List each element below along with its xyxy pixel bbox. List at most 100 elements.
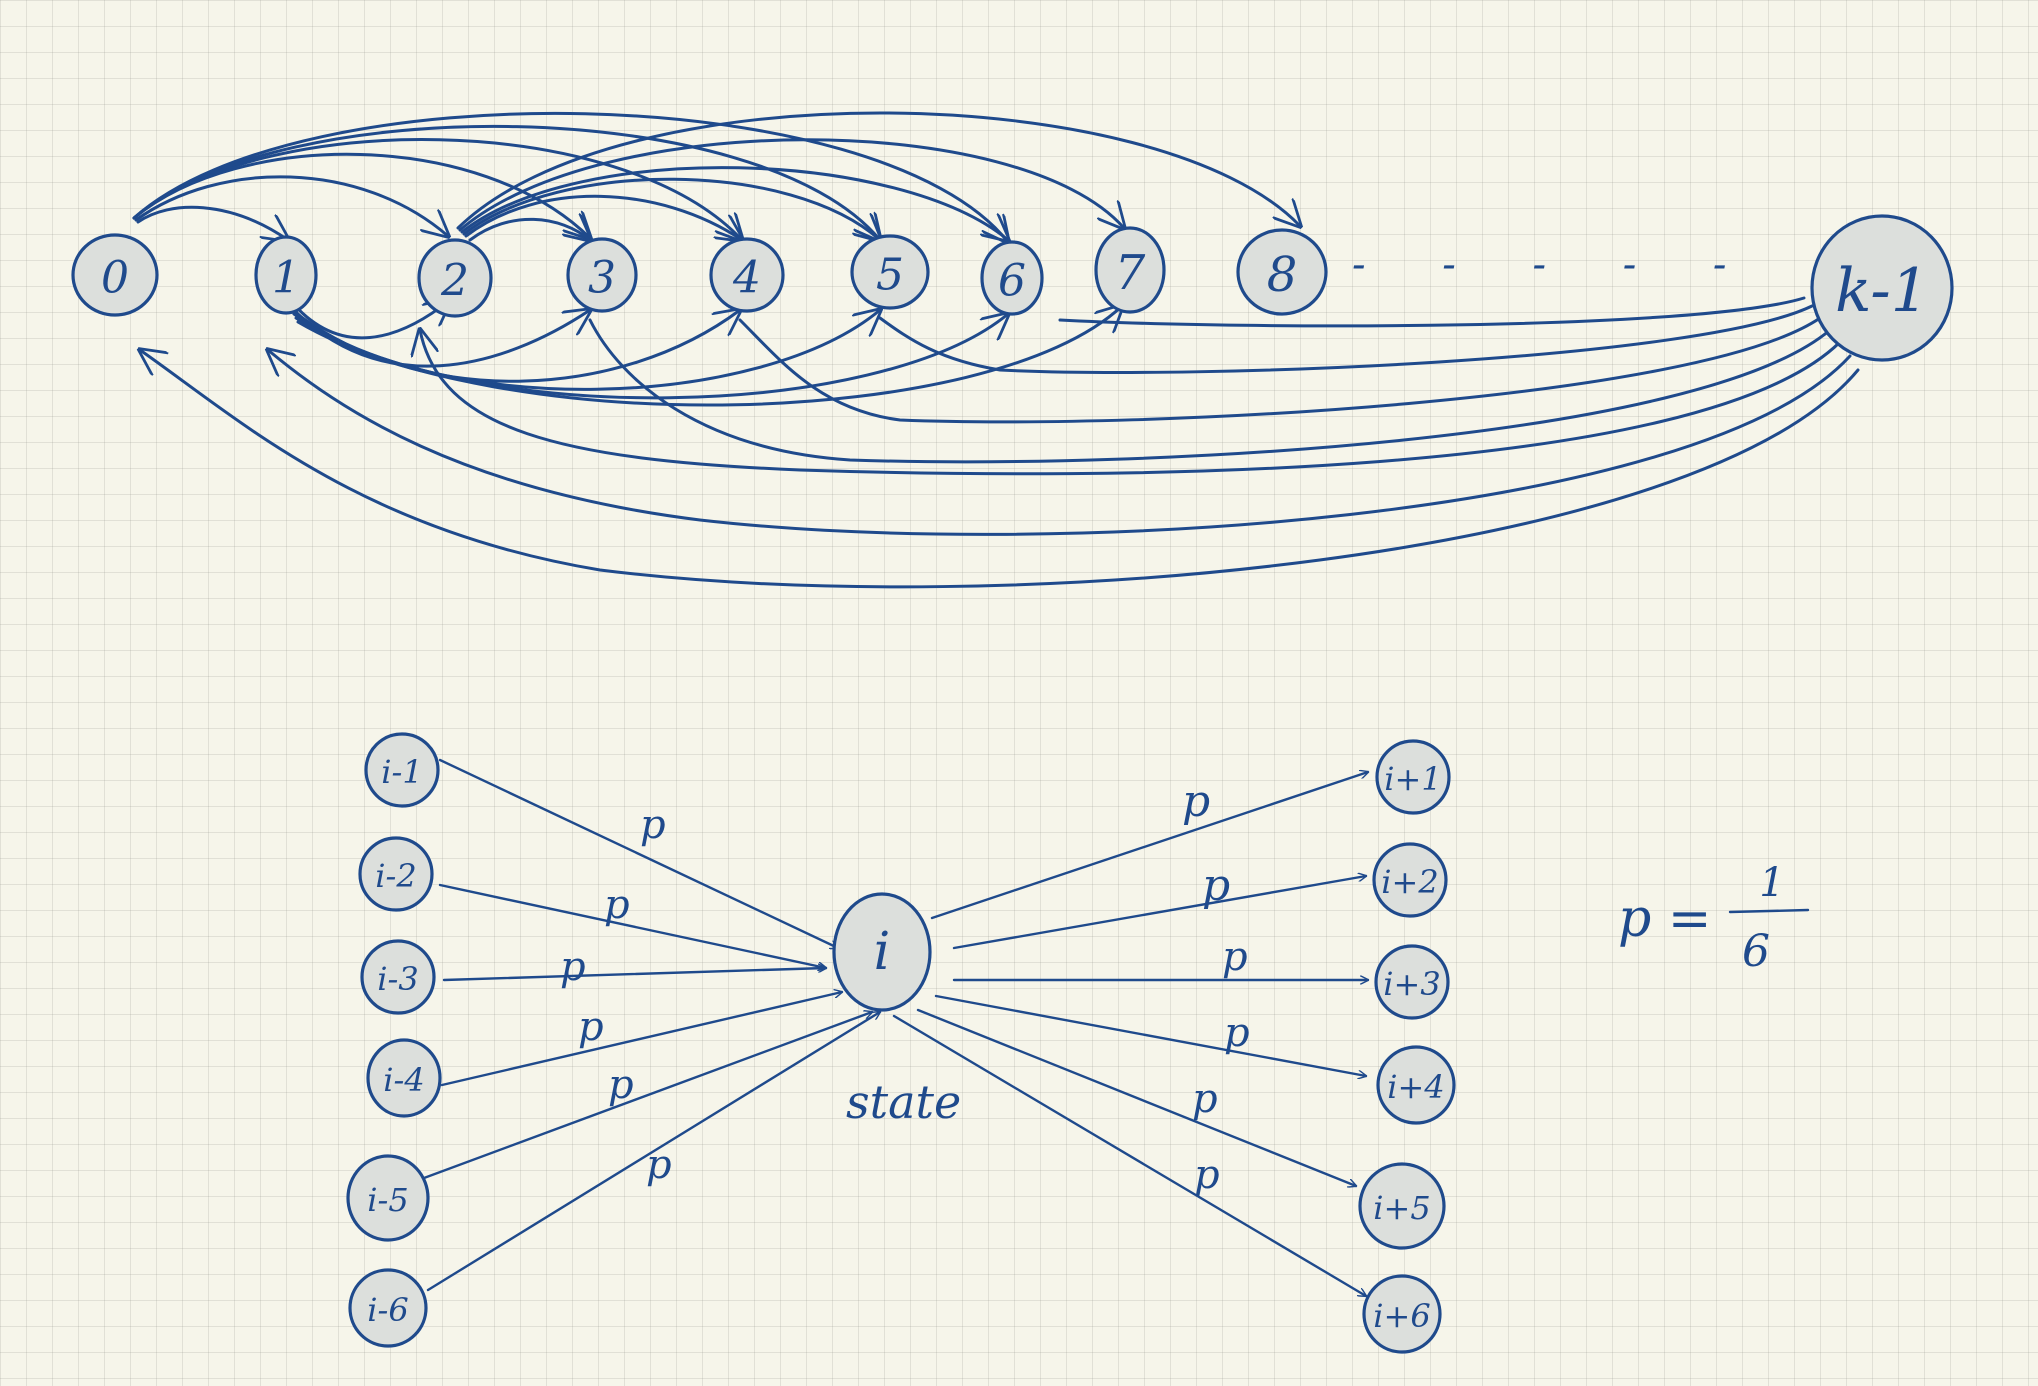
succ-label: i+4 (1387, 1068, 1444, 1106)
state-label: 1 (272, 253, 300, 304)
center-state-caption: state (846, 1075, 961, 1129)
succ-node-2: i+2 (1372, 842, 1448, 918)
edge-out-4 (934, 994, 1366, 1076)
succ-label: i+1 (1384, 760, 1441, 798)
edge-0-2 (134, 175, 448, 236)
edge-k-6 (1058, 296, 1806, 328)
state-node-0: 0 (71, 233, 159, 317)
pred-label: i-4 (383, 1061, 424, 1099)
edge-k-5 (878, 304, 1814, 374)
state-label: 5 (876, 250, 904, 301)
edge-k-4 (738, 316, 1822, 424)
edge-0-1 (136, 205, 288, 240)
edge-out-6 (892, 1014, 1366, 1296)
state-node-4: 4 (709, 237, 785, 313)
edge-2-8 (456, 111, 1300, 228)
pred-label: i-2 (375, 857, 416, 895)
local-view-nodes: i state i-1 i-2 i-3 i-4 i-5 i-6 (346, 732, 1456, 1354)
edge-2-7 (458, 138, 1124, 230)
edge-k-1 (268, 350, 1852, 536)
succ-node-1: i+1 (1375, 739, 1451, 815)
edge-0-5 (132, 124, 880, 240)
local-view-edges (422, 758, 1368, 1296)
edge-in-3 (442, 968, 828, 982)
succ-label: i+2 (1381, 863, 1438, 901)
edge-out-2 (952, 876, 1366, 950)
center-state-node: i (832, 892, 932, 1012)
edge-label-out-5: p (1192, 1076, 1218, 1122)
state-node-6: 6 (980, 240, 1044, 316)
pred-label: i-3 (377, 960, 418, 998)
edge-label-in-3: p (560, 944, 586, 990)
edge-label-in-2: p (604, 882, 630, 928)
fraction-bar (1728, 908, 1810, 914)
edge-0-6 (132, 111, 1008, 242)
edge-label-in-5: p (608, 1062, 634, 1108)
state-node-k-minus-1: k-1 (1810, 214, 1954, 362)
edge-1-3 (288, 304, 590, 368)
edge-labels: p p p p p p p p p p p p (560, 776, 1250, 1198)
state-node-1: 1 (254, 235, 318, 315)
formula-lhs: p = (1618, 889, 1711, 949)
state-label: 7 (1115, 245, 1146, 301)
edge-1-5 (292, 310, 880, 391)
edge-2-3 (468, 219, 590, 240)
state-label: 3 (588, 253, 616, 304)
edge-label-out-3: p (1222, 934, 1248, 980)
state-label: 4 (732, 253, 761, 304)
state-node-5: 5 (850, 234, 930, 310)
edge-k-2 (420, 330, 1842, 476)
edge-in-2 (438, 883, 826, 968)
edge-2-4 (464, 194, 742, 240)
top-chain-nodes: 0 1 2 3 4 5 6 7 (71, 214, 1954, 362)
state-label: k-1 (1835, 256, 1929, 326)
succ-label: i+6 (1373, 1297, 1430, 1335)
center-state-label: i (874, 922, 891, 982)
succ-node-6: i+6 (1362, 1274, 1442, 1354)
edge-k-3 (588, 318, 1832, 464)
edge-in-1 (438, 758, 838, 948)
succ-label: i+3 (1383, 965, 1440, 1003)
formula-denominator: 6 (1742, 926, 1770, 977)
pred-node-3: i-3 (360, 939, 436, 1015)
state-label: 2 (440, 256, 469, 307)
probability-formula: p = 1 6 (1618, 860, 1810, 977)
edge-label-in-6: p (646, 1142, 672, 1188)
edge-label-out-1: p (1182, 776, 1210, 827)
edge-1-4 (290, 310, 740, 383)
chain-ellipsis: - - - - - (1352, 242, 1758, 288)
succ-node-4: i+4 (1376, 1045, 1456, 1125)
edge-2-5 (462, 177, 880, 240)
edge-label-out-6: p (1194, 1152, 1220, 1198)
edge-2-6 (460, 166, 1008, 240)
formula-numerator: 1 (1759, 860, 1784, 906)
edge-label-out-4: p (1224, 1010, 1250, 1056)
edge-1-2 (288, 300, 450, 340)
edge-in-6 (426, 1012, 880, 1292)
edge-in-4 (440, 992, 842, 1087)
pred-label: i-5 (367, 1181, 408, 1219)
state-label: 8 (1267, 247, 1298, 303)
succ-node-5: i+5 (1358, 1162, 1446, 1250)
state-label: 0 (101, 253, 129, 304)
state-node-8: 8 (1236, 228, 1328, 316)
pred-node-2: i-2 (358, 836, 434, 912)
top-chain-edges (132, 111, 1860, 589)
edge-1-7 (296, 306, 1122, 407)
state-label: 6 (998, 256, 1026, 307)
state-node-3: 3 (566, 237, 638, 313)
edge-k-0 (140, 350, 1860, 589)
edge-label-in-1: p (640, 802, 666, 848)
succ-node-3: i+3 (1374, 944, 1450, 1020)
pred-node-1: i-1 (364, 732, 440, 808)
pred-node-4: i-4 (366, 1038, 442, 1118)
pred-label: i-1 (381, 753, 422, 791)
edge-in-5 (422, 1012, 872, 1180)
edge-label-out-2: p (1202, 860, 1230, 911)
edge-out-5 (916, 1008, 1356, 1186)
state-node-7: 7 (1094, 226, 1166, 314)
edge-label-in-4: p (578, 1004, 604, 1050)
pred-node-6: i-6 (348, 1268, 428, 1348)
succ-label: i+5 (1373, 1189, 1430, 1227)
edge-0-3 (132, 152, 590, 238)
